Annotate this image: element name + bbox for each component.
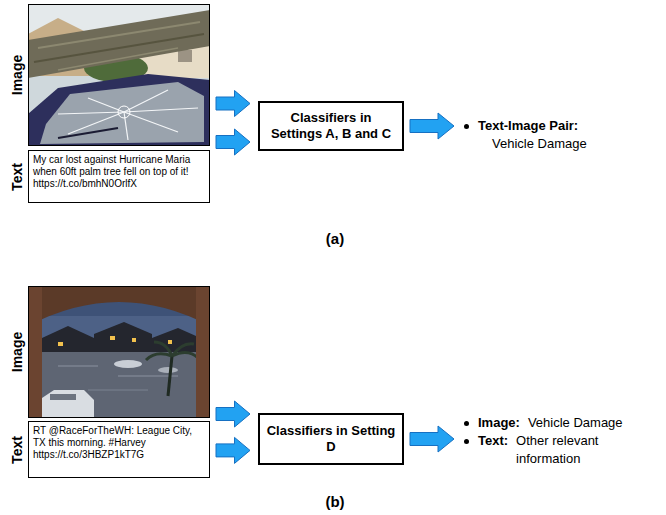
bullet-row: Image:Vehicle Damage [462,414,658,432]
classifier-box: Classifiers in Setting D [258,413,404,465]
side-label: Text [9,436,25,464]
bullet-row: Text:Other relevant information [462,432,658,468]
panel-caption: (a) [326,230,344,247]
block-arrow [216,91,250,117]
output-value: Vehicle Damage [478,135,587,153]
output-heading: Image: [478,414,520,432]
side-label: Image [9,332,25,372]
tweet-text-box: TextMy car lost against Hurricane Maria … [28,150,210,203]
palm-silhouette [146,342,198,396]
tweet-text-box: TextRT @RaceForTheWH: League City, TX th… [28,421,210,478]
output-list: Image:Vehicle DamageText:Other relevant … [462,414,658,468]
output-value: Vehicle Damage [520,414,658,432]
bullet-row: Text-Image Pair:Vehicle Damage [462,117,658,153]
classifier-text: Classifiers in Setting D [266,423,396,455]
photo-background [28,286,210,418]
bullet-content: Text-Image Pair:Vehicle Damage [478,117,587,153]
block-arrow [410,426,454,452]
car-damage-photo [28,4,210,146]
bullet-dot [464,439,469,444]
tweet-text: RT @RaceForTheWH: League City, TX this m… [29,422,209,464]
image-frame: Image [28,286,210,418]
output-value: Other relevant information [508,432,658,468]
output-heading: Text-Image Pair: [478,117,587,135]
photo-background [28,4,210,146]
panel-caption: (b) [325,493,344,510]
flooded-street-photo [28,286,210,418]
classifier-label: Classifiers in Settings A, B and C [260,106,402,146]
classifier-box: Classifiers in Settings A, B and C [258,101,404,151]
output-list: Text-Image Pair:Vehicle Damage [462,117,658,153]
block-arrow [410,113,454,139]
archway-frame [28,286,210,418]
side-label: Image [9,55,25,95]
flood-water [28,352,210,418]
output-heading: Text: [478,432,508,450]
bullet-dot [464,421,469,426]
block-arrow [216,401,250,427]
block-arrow [216,129,250,155]
classifier-label: Classifiers in Setting D [260,419,402,459]
block-arrow [216,437,250,463]
side-label: Text [9,163,25,191]
image-frame: Image [28,4,210,146]
palm-trunk [28,10,210,78]
bullet-dot [464,124,469,129]
damaged-car [28,74,210,146]
classifier-text: Classifiers in Settings A, B and C [266,110,396,142]
tweet-text: My car lost against Hurricane Maria when… [29,151,209,193]
